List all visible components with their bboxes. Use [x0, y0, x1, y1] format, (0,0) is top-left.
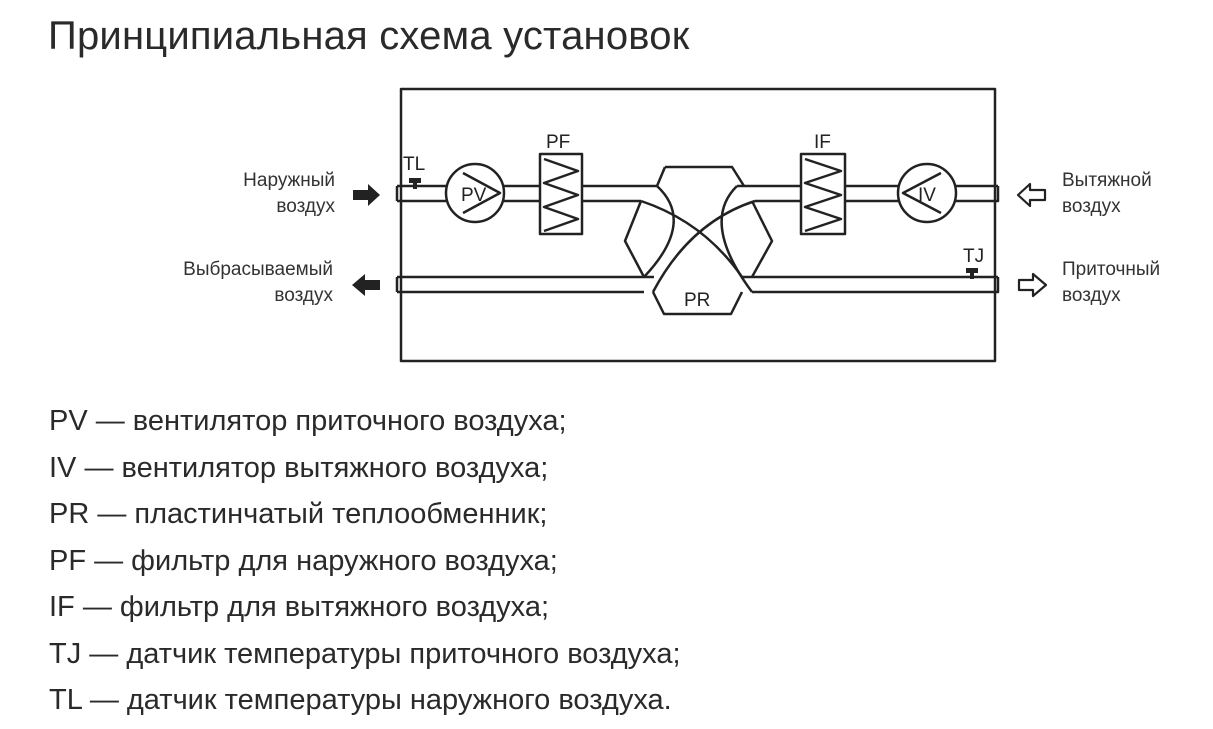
label-outdoor-air: Наружный воздух: [243, 168, 335, 220]
legend-item-pr: PR — пластинчатый теплообменник;: [49, 498, 548, 530]
label-supply-air: Приточный воздух: [1062, 257, 1160, 309]
label-exhaust-out: Выбрасываемый воздух: [183, 257, 333, 309]
pv-label: PV: [461, 185, 487, 206]
iv-fan-blade: [901, 171, 942, 215]
upper-duct-right: [737, 184, 1000, 203]
legend-item-tj: TJ — датчик температуры приточного возду…: [49, 637, 681, 670]
label-exhaust-out-line1: Выбрасываемый: [183, 259, 333, 280]
label-extract-air: Вытяжной воздух: [1062, 168, 1152, 220]
legend-item-if: IF — фильтр для вытяжного воздуха;: [49, 591, 550, 623]
exchanger-cross-d: [651, 199, 756, 293]
label-supply-air-line2: воздух: [1062, 285, 1121, 306]
pf-label: PF: [546, 132, 570, 153]
legend-item-pf: PF — фильтр для наружного воздуха;: [49, 544, 558, 577]
tj-label: TJ: [963, 246, 984, 267]
exchanger-cross-b: [643, 185, 675, 278]
if-filter-zigzag: [803, 157, 843, 233]
pf-filter-zigzag: [542, 157, 580, 233]
if-label: IF: [814, 132, 831, 153]
label-supply-air-line1: Приточный: [1062, 259, 1161, 280]
legend-item-iv: IV — вентилятор вытяжного воздуха;: [49, 451, 549, 484]
lower-duct: [395, 275, 1000, 294]
legend: PV — вентилятор приточного воздуха; IV —…: [49, 398, 681, 724]
tl-label: TL: [403, 154, 425, 175]
exchanger-cross-c: [720, 185, 754, 293]
tl-sensor: [409, 178, 421, 189]
label-outdoor-air-line1: Наружный: [243, 170, 335, 191]
arrow-exhaust-out: [352, 274, 380, 296]
label-extract-air-line1: Вытяжной: [1062, 170, 1152, 191]
tj-sensor: [966, 268, 978, 279]
arrow-supply-out: [1017, 272, 1048, 298]
upper-duct-left: [397, 184, 657, 203]
legend-item-tl: TL — датчик температуры наружного воздух…: [49, 684, 672, 716]
pv-fan: [444, 162, 506, 224]
heat-exchanger-outline: [623, 165, 774, 316]
pr-label: PR: [684, 290, 710, 311]
unit-casing: [399, 87, 997, 363]
pv-fan-blade: [462, 171, 502, 215]
page-title: Принципиальная схема установок: [48, 14, 690, 58]
iv-label: IV: [918, 185, 936, 206]
label-extract-air-line2: воздух: [1062, 196, 1121, 217]
label-exhaust-out-line2: воздух: [274, 285, 333, 306]
label-outdoor-air-line2: воздух: [276, 196, 335, 217]
exchanger-cross-a: [640, 199, 744, 278]
iv-fan: [896, 162, 958, 224]
pf-filter: [538, 152, 584, 236]
arrow-outdoor-in: [353, 184, 380, 206]
legend-item-pv: PV — вентилятор приточного воздуха;: [49, 405, 567, 437]
arrow-extract-in: [1016, 182, 1047, 208]
if-filter: [799, 152, 847, 236]
